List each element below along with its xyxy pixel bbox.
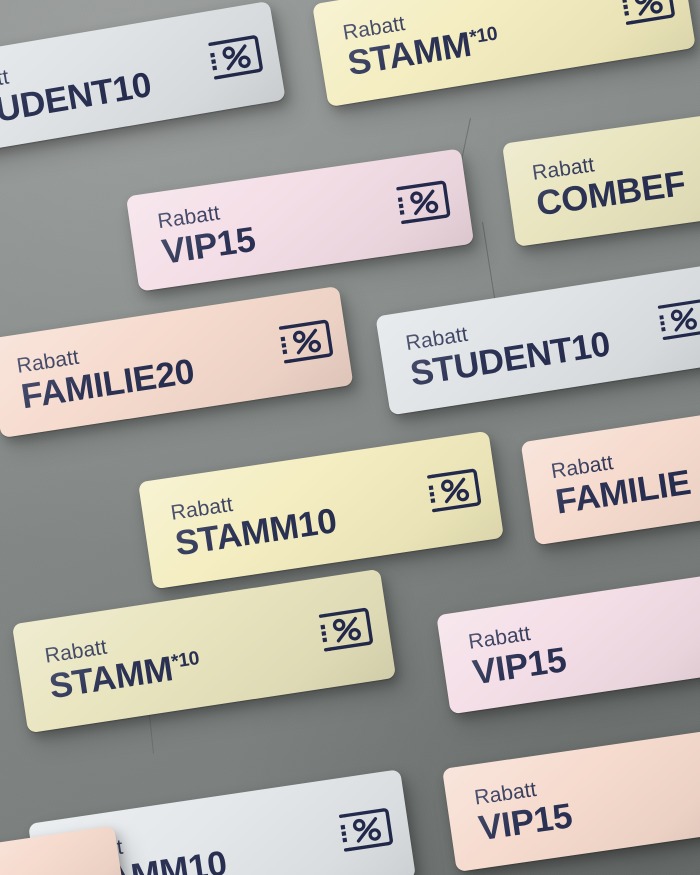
- sticker-student10-top-left[interactable]: Rabatt STUDENT10: [0, 0, 286, 160]
- sticker-vip15-upper[interactable]: Rabatt VIP15: [125, 148, 475, 292]
- sticker-code-star: *10: [467, 22, 499, 49]
- sticker-text-block: Rabatt STAMM*10: [43, 623, 202, 706]
- sticker-text-block: Rabatt VIP15: [473, 774, 575, 847]
- sticker-text-block: Rabatt FAMILIE20: [15, 329, 197, 416]
- sticker-text-block: Rabatt VIP15: [467, 618, 569, 691]
- coupon-percent-icon: [208, 35, 263, 80]
- sticker-vip15-lower-right[interactable]: Rabatt VIP15: [436, 573, 700, 715]
- sticker-text-block: Rabatt FAMILIE: [549, 441, 693, 522]
- coupon-percent-icon: [318, 607, 373, 652]
- sticker-text-block: Rabatt STAMM*10: [341, 0, 500, 82]
- sticker-student10-middle-right[interactable]: Rabatt STUDENT10: [375, 264, 700, 416]
- sticker-text-block: Rabatt STUDENT10: [0, 43, 154, 137]
- sticker-text-block: Rabatt STAMM10: [169, 479, 339, 562]
- sticker-vip15-bottom-right[interactable]: Rabatt VIP15: [442, 727, 700, 873]
- sticker-stamm10-top-right[interactable]: Rabatt STAMM*10: [312, 0, 696, 108]
- sticker-partial-bottom-left-corner[interactable]: [0, 825, 125, 875]
- sticker-familie20-left[interactable]: Rabatt FAMILIE20: [0, 285, 354, 439]
- sticker-code-star: *10: [169, 647, 201, 673]
- sticker-text-block: Rabatt VIP15: [156, 198, 258, 271]
- coupon-percent-icon: [278, 319, 333, 364]
- sticker-stamm10-center[interactable]: Rabatt STAMM10: [138, 430, 504, 590]
- coupon-percent-icon: [396, 180, 451, 225]
- sticker-text-block: Rabatt STUDENT10: [404, 302, 613, 393]
- coupon-percent-icon: [427, 468, 482, 513]
- sticker-text-block: Rabatt COMBEF: [531, 142, 688, 223]
- sticker-combef-right[interactable]: Rabatt COMBEF: [501, 109, 700, 247]
- coupon-percent-icon: [339, 808, 393, 852]
- sticker-stamm10-bottom-left[interactable]: Rabatt STAMM10: [27, 769, 417, 875]
- coupon-percent-icon: [622, 0, 675, 25]
- sticker-stamm10-lower-left[interactable]: Rabatt STAMM*10: [11, 568, 397, 734]
- wall-crack-line: [482, 221, 496, 302]
- sticker-familie-right[interactable]: Rabatt FAMILIE: [520, 406, 700, 546]
- coupon-percent-icon: [657, 299, 700, 341]
